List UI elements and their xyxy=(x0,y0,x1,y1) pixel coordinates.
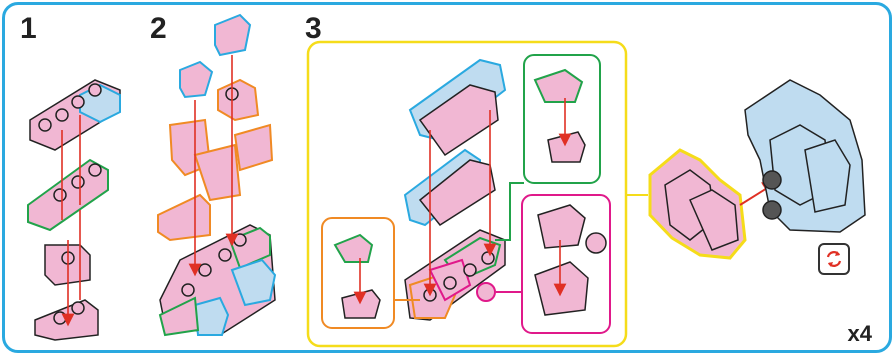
quantity-multiplier: x4 xyxy=(847,321,872,346)
rotate-button[interactable] xyxy=(818,243,850,275)
callout-connectors xyxy=(394,182,648,301)
step3-arrows xyxy=(423,110,497,297)
step2-arrows xyxy=(188,55,239,277)
step2-assembly xyxy=(157,13,277,337)
step-number-1: 1 xyxy=(20,12,37,45)
step-number-2: 2 xyxy=(150,12,167,45)
substep-orange xyxy=(321,217,395,329)
step1-assembly xyxy=(27,79,121,341)
step-number-3: 3 xyxy=(305,12,322,45)
substep-green xyxy=(523,54,601,184)
result-piece xyxy=(648,148,747,260)
substep-magenta xyxy=(521,194,611,334)
step1-arrows xyxy=(61,115,81,327)
rotate-icon xyxy=(826,251,842,267)
target-model xyxy=(744,79,866,233)
step3-assembly xyxy=(403,58,507,321)
